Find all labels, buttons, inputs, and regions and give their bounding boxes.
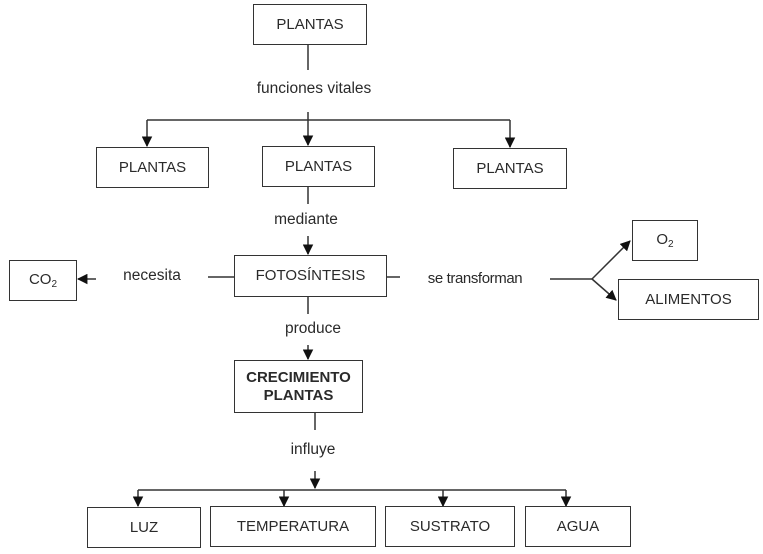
node-label: O2 <box>656 231 673 251</box>
o2-main: O <box>656 230 669 248</box>
node-label: PLANTAS <box>476 159 544 177</box>
node-label: TEMPERATURA <box>236 517 350 535</box>
node-label: LUZ <box>129 518 159 536</box>
node-label: FOTOSÍNTESIS <box>255 267 366 285</box>
line-to-food <box>591 278 617 301</box>
node-factor-substrate: SUSTRATO <box>385 506 515 547</box>
node-photosynthesis: FOTOSÍNTESIS <box>234 255 387 297</box>
o2-subscript: 2 <box>668 238 674 250</box>
label-through: mediante <box>274 211 338 228</box>
label-influences: influye <box>290 441 336 458</box>
node-root-plantas: PLANTAS <box>253 4 367 45</box>
label-needs: necesita <box>123 267 181 284</box>
node-o2: O2 <box>632 220 698 261</box>
node-growth: CRECIMIENTO PLANTAS <box>234 360 363 413</box>
node-factor-temperature: TEMPERATURA <box>210 506 376 547</box>
node-co2: CO2 <box>9 260 77 301</box>
node-food: ALIMENTOS <box>618 279 759 320</box>
node-label: CO2 <box>29 271 57 291</box>
node-factor-water: AGUA <box>525 506 631 547</box>
label-transform: se transforman <box>427 270 523 287</box>
node-label: PLANTAS <box>118 158 187 176</box>
line-to-o2 <box>591 240 631 280</box>
co2-subscript: 2 <box>51 278 58 290</box>
co2-main: CO <box>28 270 52 288</box>
node-label: SUSTRATO <box>409 517 491 535</box>
node-label-line2: PLANTAS <box>263 386 334 404</box>
node-label: PLANTAS <box>276 15 344 33</box>
node-label: PLANTAS <box>284 157 353 175</box>
node-plantas-center: PLANTAS <box>262 146 375 187</box>
node-factor-light: LUZ <box>87 507 201 548</box>
label-vital-functions: funciones vitales <box>256 80 372 97</box>
label-produces: produce <box>284 320 342 337</box>
node-plantas-left: PLANTAS <box>96 147 209 188</box>
node-label: AGUA <box>556 517 600 535</box>
node-label-line1: CRECIMIENTO <box>246 369 351 387</box>
node-label: ALIMENTOS <box>645 290 732 308</box>
node-plantas-right: PLANTAS <box>453 148 567 189</box>
